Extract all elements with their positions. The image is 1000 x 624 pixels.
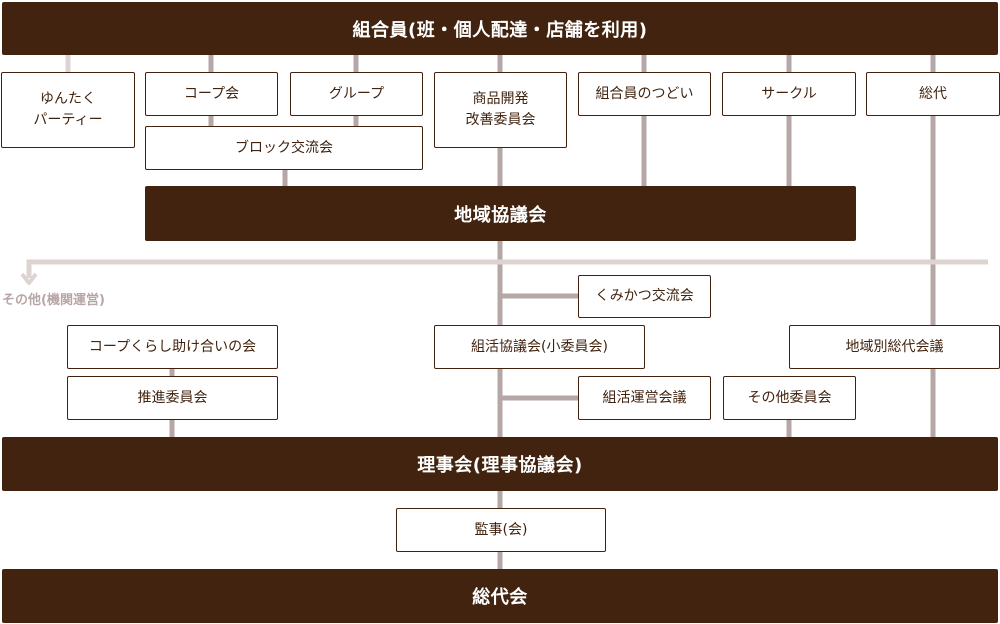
other-org-arrow-line	[26, 259, 988, 278]
coop-kai-label: コープ会	[183, 85, 240, 102]
block-kouryukai-box: ブロック交流会	[145, 126, 423, 170]
promotion-committee-box: 推進委員会	[67, 376, 278, 420]
block-kouryukai-label: ブロック交流会	[235, 139, 333, 156]
circle-label: サークル	[761, 85, 817, 102]
soukatsu-council-box: 組活協議会(小委員会)	[434, 325, 645, 369]
regional-soudai-box: 地域別総代会議	[789, 325, 1000, 369]
regional-council-bar: 地域協議会	[145, 186, 856, 241]
members-bar: 組合員(班・個人配達・店舗を利用)	[2, 2, 998, 55]
soudai-label: 総代	[919, 85, 947, 102]
coop-kai-box: コープ会	[145, 72, 278, 116]
other-org-label: その他(機関運営)	[2, 293, 105, 308]
circle-box: サークル	[722, 72, 856, 116]
kumikatsu-label: くみかつ交流会	[595, 288, 694, 304]
promotion-committee-label: 推進委員会	[137, 389, 208, 406]
coop-kurashi-box: コープくらし助け合いの会	[67, 325, 278, 369]
yuntaku-party-box: ゆんたく パーティー	[1, 72, 135, 148]
coop-kurashi-label: コープくらし助け合いの会	[88, 338, 257, 355]
group-label: グループ	[328, 85, 385, 102]
auditor-label: 監事(会)	[474, 521, 528, 538]
general-assembly-label: 総代会	[472, 587, 528, 608]
yuntaku-party-line1: ゆんたく	[39, 91, 96, 107]
tsudoi-box: 組合員のつどい	[578, 72, 711, 116]
board-bar: 理事会(理事協議会)	[2, 437, 998, 491]
kumikatsu-box: くみかつ交流会	[578, 275, 711, 318]
soukatsu-council-label: 組活協議会(小委員会)	[471, 338, 608, 355]
soudai-box: 総代	[866, 72, 1000, 116]
product-dev-line2: 改善委員会	[465, 112, 536, 128]
members-bar-label: 組合員(班・個人配達・店舗を利用)	[352, 19, 648, 41]
auditor-box: 監事(会)	[396, 508, 606, 552]
other-org-note: その他(機関運営)	[2, 289, 105, 308]
soukatsu-meeting-label: 組活運営会議	[602, 389, 687, 406]
general-assembly-bar: 総代会	[2, 569, 998, 623]
yuntaku-party-line2: パーティー	[33, 112, 103, 128]
other-committee-label: その他委員会	[747, 389, 832, 406]
other-org-arrow-head	[20, 272, 38, 285]
product-dev-line1: 商品開発	[472, 91, 529, 107]
regional-council-label: 地域協議会	[454, 204, 547, 226]
board-label: 理事会(理事協議会)	[417, 455, 583, 476]
soukatsu-meeting-box: 組活運営会議	[578, 376, 711, 420]
tsudoi-label: 組合員のつどい	[595, 85, 694, 102]
other-committee-box: その他委員会	[723, 376, 856, 420]
regional-soudai-label: 地域別総代会議	[845, 338, 944, 355]
group-box: グループ	[290, 72, 423, 116]
product-dev-box: 商品開発 改善委員会	[434, 72, 567, 148]
